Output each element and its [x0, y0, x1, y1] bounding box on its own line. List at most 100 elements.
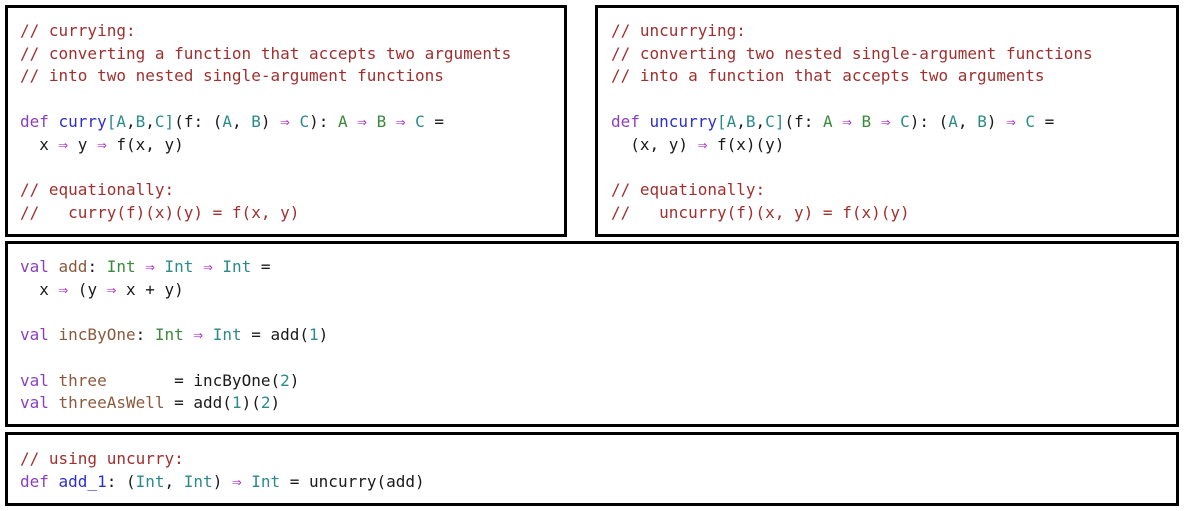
- code-token: ):: [309, 111, 338, 131]
- code-token: =: [251, 257, 271, 276]
- code-token: def: [20, 471, 59, 491]
- code-token: // into two nested single-argument funct…: [20, 66, 444, 86]
- code-token: 2: [260, 393, 271, 413]
- code-token: [348, 112, 358, 131]
- code-token: // using uncurry:: [20, 449, 184, 468]
- code-token: [203, 325, 213, 344]
- code-line: val add: Int ⇒ Int ⇒ Int =: [20, 256, 271, 279]
- code-token: ]: [164, 111, 175, 131]
- code-line: // into two nested single-argument funct…: [20, 65, 444, 88]
- code-token: 1: [309, 325, 319, 345]
- code-token: x: [20, 279, 59, 299]
- code-token: ): [212, 471, 232, 491]
- code-line: (x, y) ⇒ f(x)(y): [611, 134, 784, 157]
- code-token: [184, 325, 194, 344]
- code-token: val: [20, 370, 59, 390]
- code-token: = add(: [164, 393, 232, 413]
- code-line: // uncurrying:: [611, 20, 746, 43]
- code-token: Int: [154, 325, 184, 345]
- code-token: = add(: [241, 325, 310, 345]
- code-token: [242, 472, 252, 491]
- code-token: =: [424, 111, 445, 131]
- code-token: A: [948, 111, 958, 131]
- code-token: B: [251, 111, 261, 131]
- code-token: C: [415, 111, 425, 131]
- code-token: ,: [125, 111, 136, 131]
- code-token: add: [58, 257, 88, 276]
- code-token: Int: [135, 471, 165, 491]
- code-token: // uncurry(f)(x, y) = f(x)(y): [611, 202, 910, 222]
- code-token: def: [611, 111, 650, 131]
- code-token: A: [116, 111, 126, 131]
- code-token: ): [318, 325, 329, 345]
- code-token: ,: [164, 471, 184, 491]
- code-token: ⇒: [58, 279, 69, 299]
- code-token: ⇒: [193, 325, 204, 345]
- code-line: val threeAsWell = add(1)(2): [20, 392, 280, 415]
- code-token: incByOne: [58, 325, 136, 345]
- code-line: x ⇒ (y ⇒ x + y): [20, 279, 184, 302]
- code-token: )(: [241, 393, 261, 413]
- code-token: [155, 257, 165, 276]
- code-line: // curry(f)(x)(y) = f(x, y): [20, 202, 299, 225]
- uncurry-usage-panel: [5, 432, 1179, 506]
- code-token: C: [1025, 111, 1036, 131]
- code-token: def: [20, 111, 59, 131]
- code-token: = incByOne(: [106, 370, 281, 390]
- code-token: [1016, 112, 1026, 131]
- code-token: [193, 257, 203, 276]
- code-token: curry: [58, 111, 107, 131]
- code-token: [213, 257, 223, 276]
- code-token: ⇒: [395, 111, 406, 131]
- code-line: // currying:: [20, 20, 136, 43]
- code-token: [833, 112, 843, 131]
- uncurry-panel: [595, 5, 1179, 237]
- code-token: C: [154, 111, 165, 131]
- code-token: ): [260, 111, 281, 131]
- code-token: (x, y): [611, 134, 698, 154]
- code-token: ,: [232, 111, 252, 131]
- code-token: Int: [251, 471, 281, 491]
- code-token: C: [299, 111, 310, 131]
- code-token: [290, 112, 300, 131]
- code-token: // equationally:: [611, 179, 766, 199]
- code-token: val: [20, 393, 59, 413]
- code-token: Int: [222, 257, 252, 276]
- code-token: A: [726, 111, 737, 131]
- code-token: ⇒: [880, 111, 891, 131]
- code-token: // converting a function that accepts tw…: [20, 43, 512, 63]
- code-token: C: [765, 111, 775, 131]
- code-line: def uncurry[A,B,C](f: A ⇒ B ⇒ C): (A, B)…: [611, 111, 1054, 134]
- code-token: ⇒: [280, 111, 290, 131]
- code-line: def add_1: (Int, Int) ⇒ Int = uncurry(ad…: [20, 471, 425, 494]
- code-token: [871, 112, 881, 131]
- code-token: Int: [164, 257, 194, 276]
- code-line: x ⇒ y ⇒ f(x, y): [20, 134, 184, 157]
- code-token: Int: [212, 325, 242, 345]
- code-token: ⇒: [842, 111, 852, 131]
- code-line: // into a function that accepts two argu…: [611, 65, 1044, 88]
- add-panel: [5, 241, 1179, 427]
- code-token: [: [106, 111, 117, 131]
- code-line: // equationally:: [611, 179, 765, 202]
- code-token: [367, 112, 377, 131]
- code-token: =: [1035, 111, 1055, 131]
- code-token: ,: [755, 111, 766, 131]
- code-token: B: [376, 111, 387, 131]
- code-token: ): [986, 111, 1007, 131]
- code-token: A: [822, 111, 833, 131]
- code-token: [386, 112, 396, 131]
- code-token: B: [977, 111, 987, 131]
- code-token: (y: [68, 279, 107, 299]
- code-token: // curry(f)(x)(y) = f(x, y): [20, 202, 300, 222]
- code-token: ⇒: [231, 471, 242, 491]
- code-token: ⇒: [106, 279, 117, 299]
- code-token: ,: [957, 111, 978, 131]
- code-token: ⇒: [357, 111, 367, 131]
- code-token: B: [861, 111, 872, 131]
- code-token: ): [270, 393, 281, 413]
- code-token: x: [20, 134, 59, 154]
- code-token: = uncurry(add): [280, 471, 425, 491]
- code-token: :: [135, 325, 155, 345]
- code-token: ⇒: [203, 257, 213, 276]
